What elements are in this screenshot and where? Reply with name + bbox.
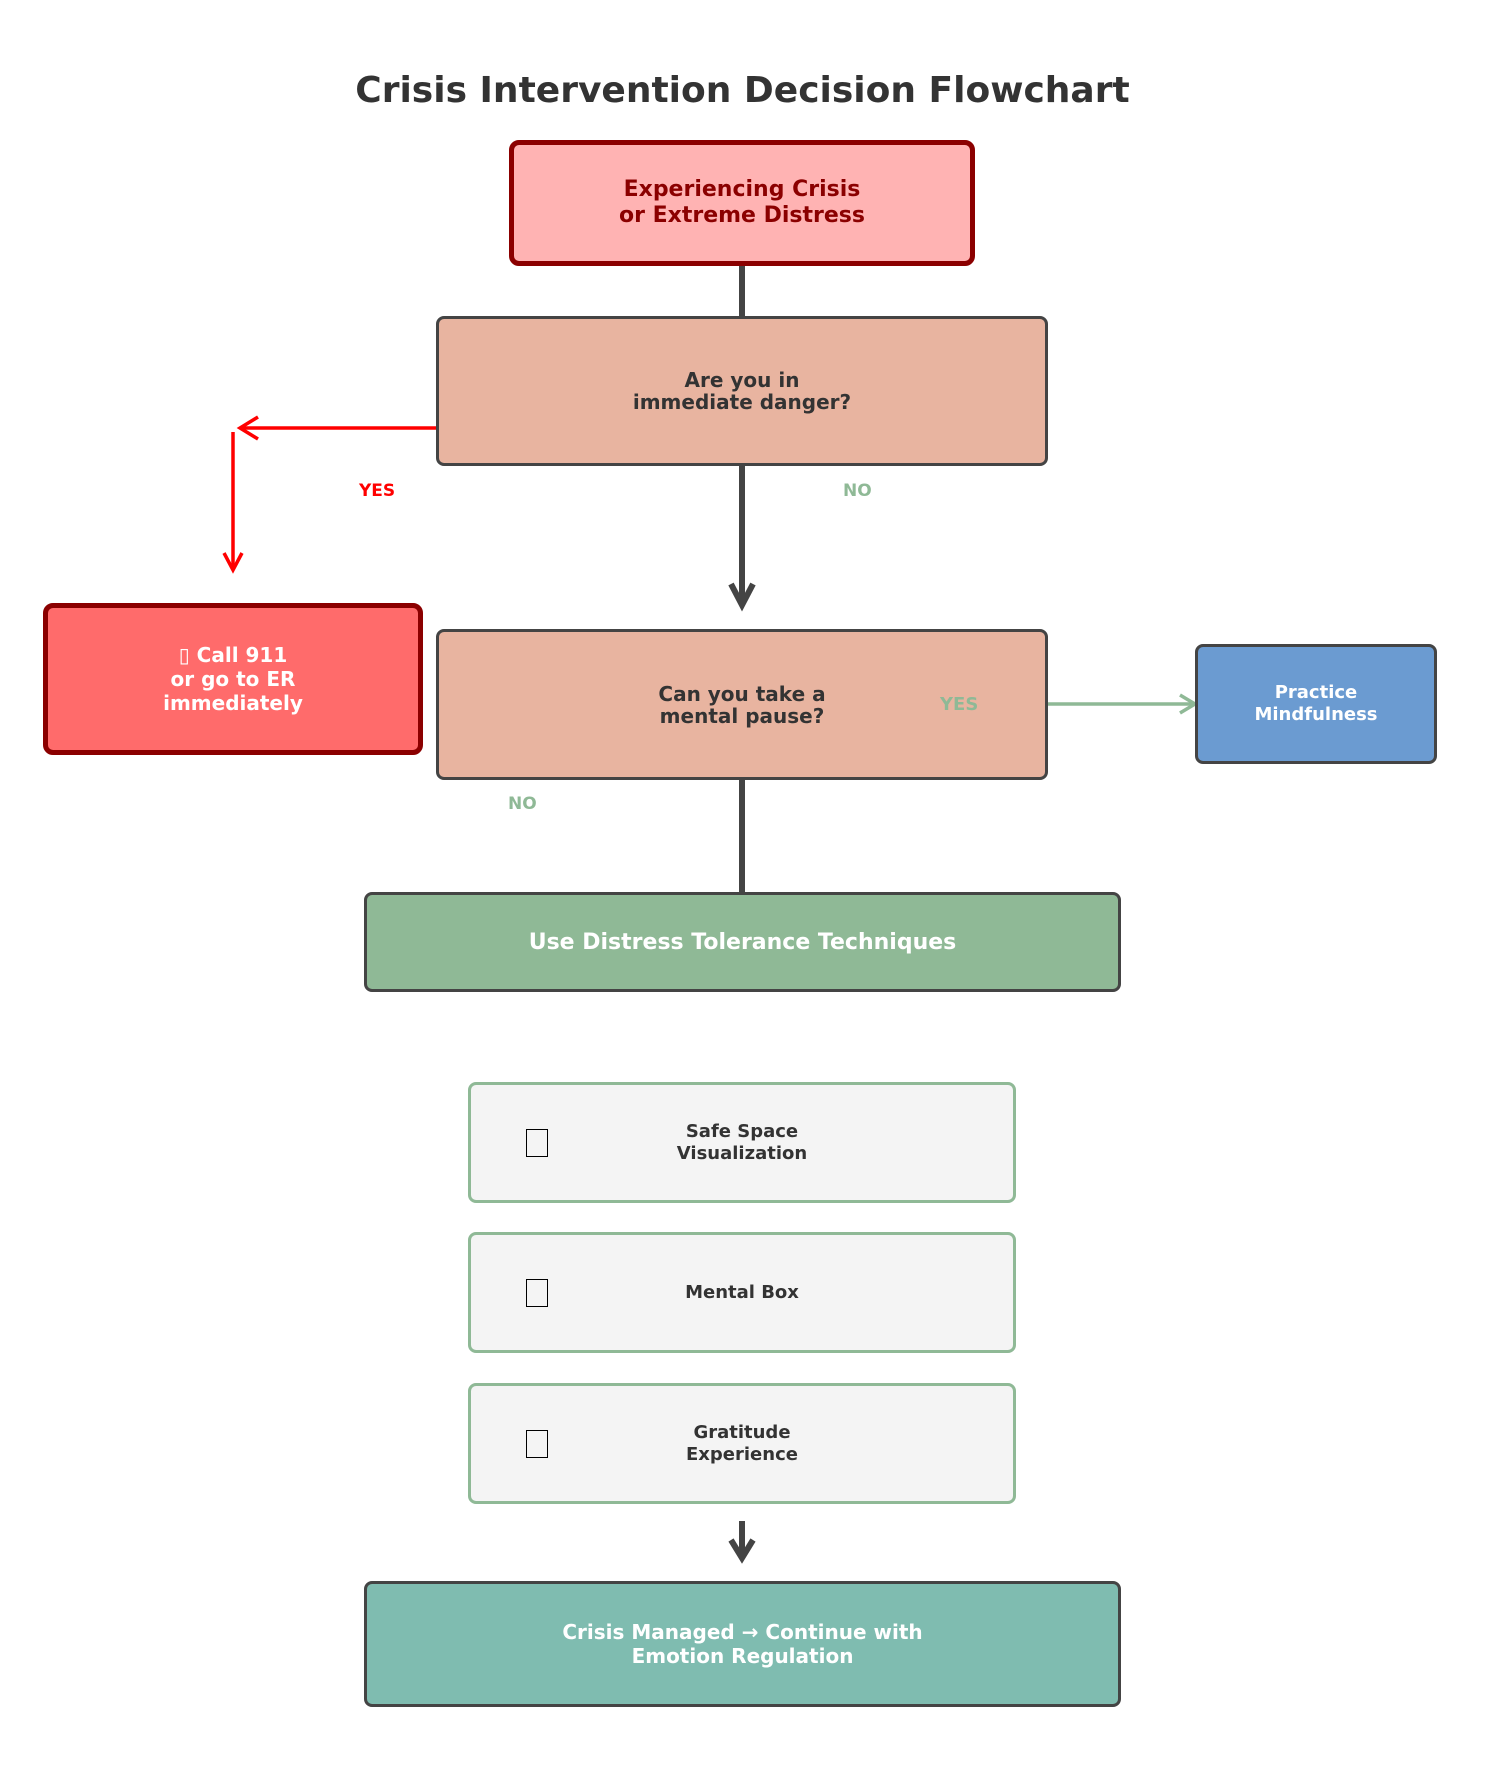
placeholder-glyph-icon bbox=[526, 1128, 548, 1157]
pause-yes-label: YES bbox=[940, 694, 979, 715]
technique-safe-space: Safe Space Visualization bbox=[468, 1082, 1016, 1203]
start-node: Experiencing Crisis or Extreme Distress bbox=[509, 140, 975, 266]
danger-yes-label: YES bbox=[359, 481, 396, 501]
mindfulness-node: Practice Mindfulness bbox=[1195, 644, 1437, 764]
pause-no-label: NO bbox=[508, 794, 537, 814]
arrowhead-danger-no bbox=[728, 582, 756, 612]
arrowhead-danger-yes-left bbox=[236, 415, 259, 441]
page-title: Crisis Intervention Decision Flowchart bbox=[355, 70, 1130, 111]
pause-question-node: Can you take a mental pause? bbox=[436, 629, 1048, 780]
technique-gratitude: Gratitude Experience bbox=[468, 1383, 1016, 1504]
distress-tolerance-node: Use Distress Tolerance Techniques bbox=[364, 892, 1121, 992]
arrowhead-techniques-to-end bbox=[728, 1538, 756, 1564]
technique-label: Safe Space Visualization bbox=[676, 1120, 808, 1164]
placeholder-glyph-icon bbox=[526, 1429, 548, 1458]
technique-mental-box: Mental Box bbox=[468, 1232, 1016, 1353]
danger-question-node: Are you in immediate danger? bbox=[436, 316, 1048, 466]
arrowhead-danger-yes-down bbox=[222, 552, 244, 574]
end-node: Crisis Managed → Continue with Emotion R… bbox=[364, 1581, 1121, 1707]
placeholder-glyph-icon bbox=[526, 1278, 548, 1307]
technique-label: Mental Box bbox=[685, 1281, 799, 1303]
technique-label: Gratitude Experience bbox=[686, 1421, 798, 1465]
emergency-node: ▯ Call 911 or go to ER immediately bbox=[43, 603, 423, 755]
danger-no-label: NO bbox=[843, 481, 872, 501]
